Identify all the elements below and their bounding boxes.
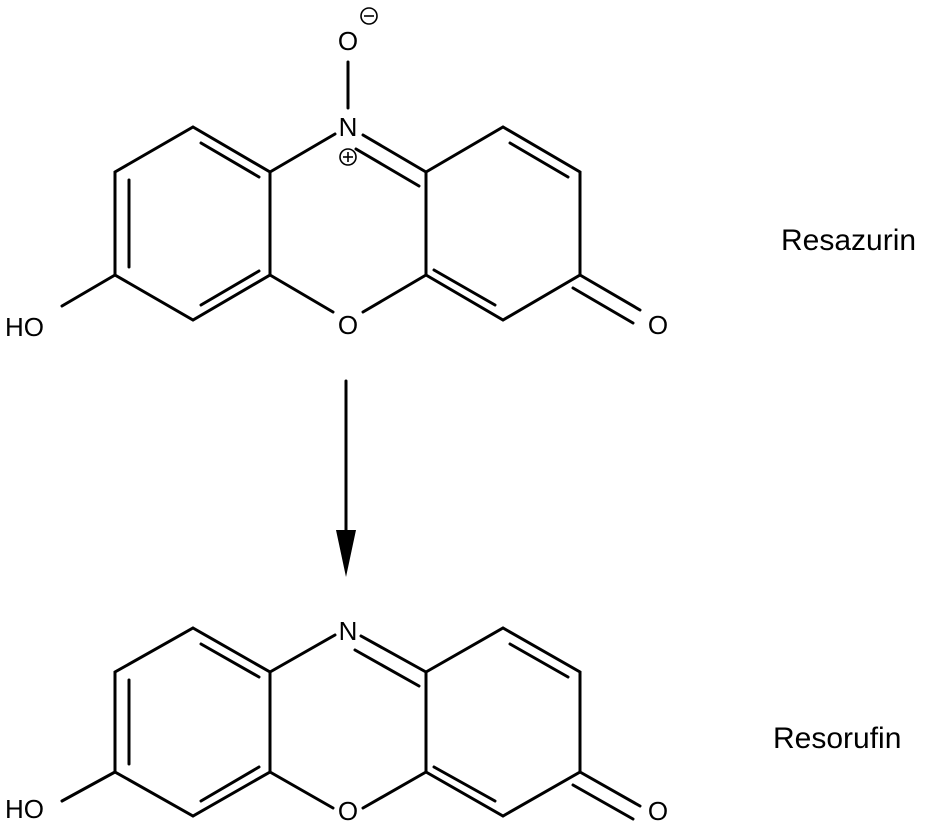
ring-oxygen-label: O (338, 310, 358, 340)
down-arrow-icon (336, 379, 356, 577)
hydroxyl-label: HO (5, 794, 44, 824)
resazurin-bonds (60, 60, 642, 325)
ring-nitrogen-label: N (339, 112, 358, 142)
ring-oxygen-label: O (338, 796, 358, 826)
resorufin-atoms: HO O O N (0, 616, 668, 826)
resazurin-atoms: HO O O N O (0, 26, 668, 342)
resazurin-structure: HO O O N O Resazurin (0, 7, 916, 342)
hydroxyl-label: HO (5, 312, 44, 342)
resorufin-name: Resorufin (773, 722, 901, 755)
carbonyl-oxygen-label: O (648, 796, 668, 826)
negative-charge-icon (360, 7, 378, 25)
resazurin-name: Resazurin (781, 224, 916, 257)
positive-charge-icon (339, 148, 357, 166)
resorufin-bonds (60, 626, 642, 821)
carbonyl-oxygen-label: O (648, 310, 668, 340)
ring-nitrogen-label: N (339, 616, 358, 646)
resorufin-structure: HO O O N Resorufin (0, 616, 901, 826)
n-oxide-oxygen-label: O (338, 26, 358, 56)
